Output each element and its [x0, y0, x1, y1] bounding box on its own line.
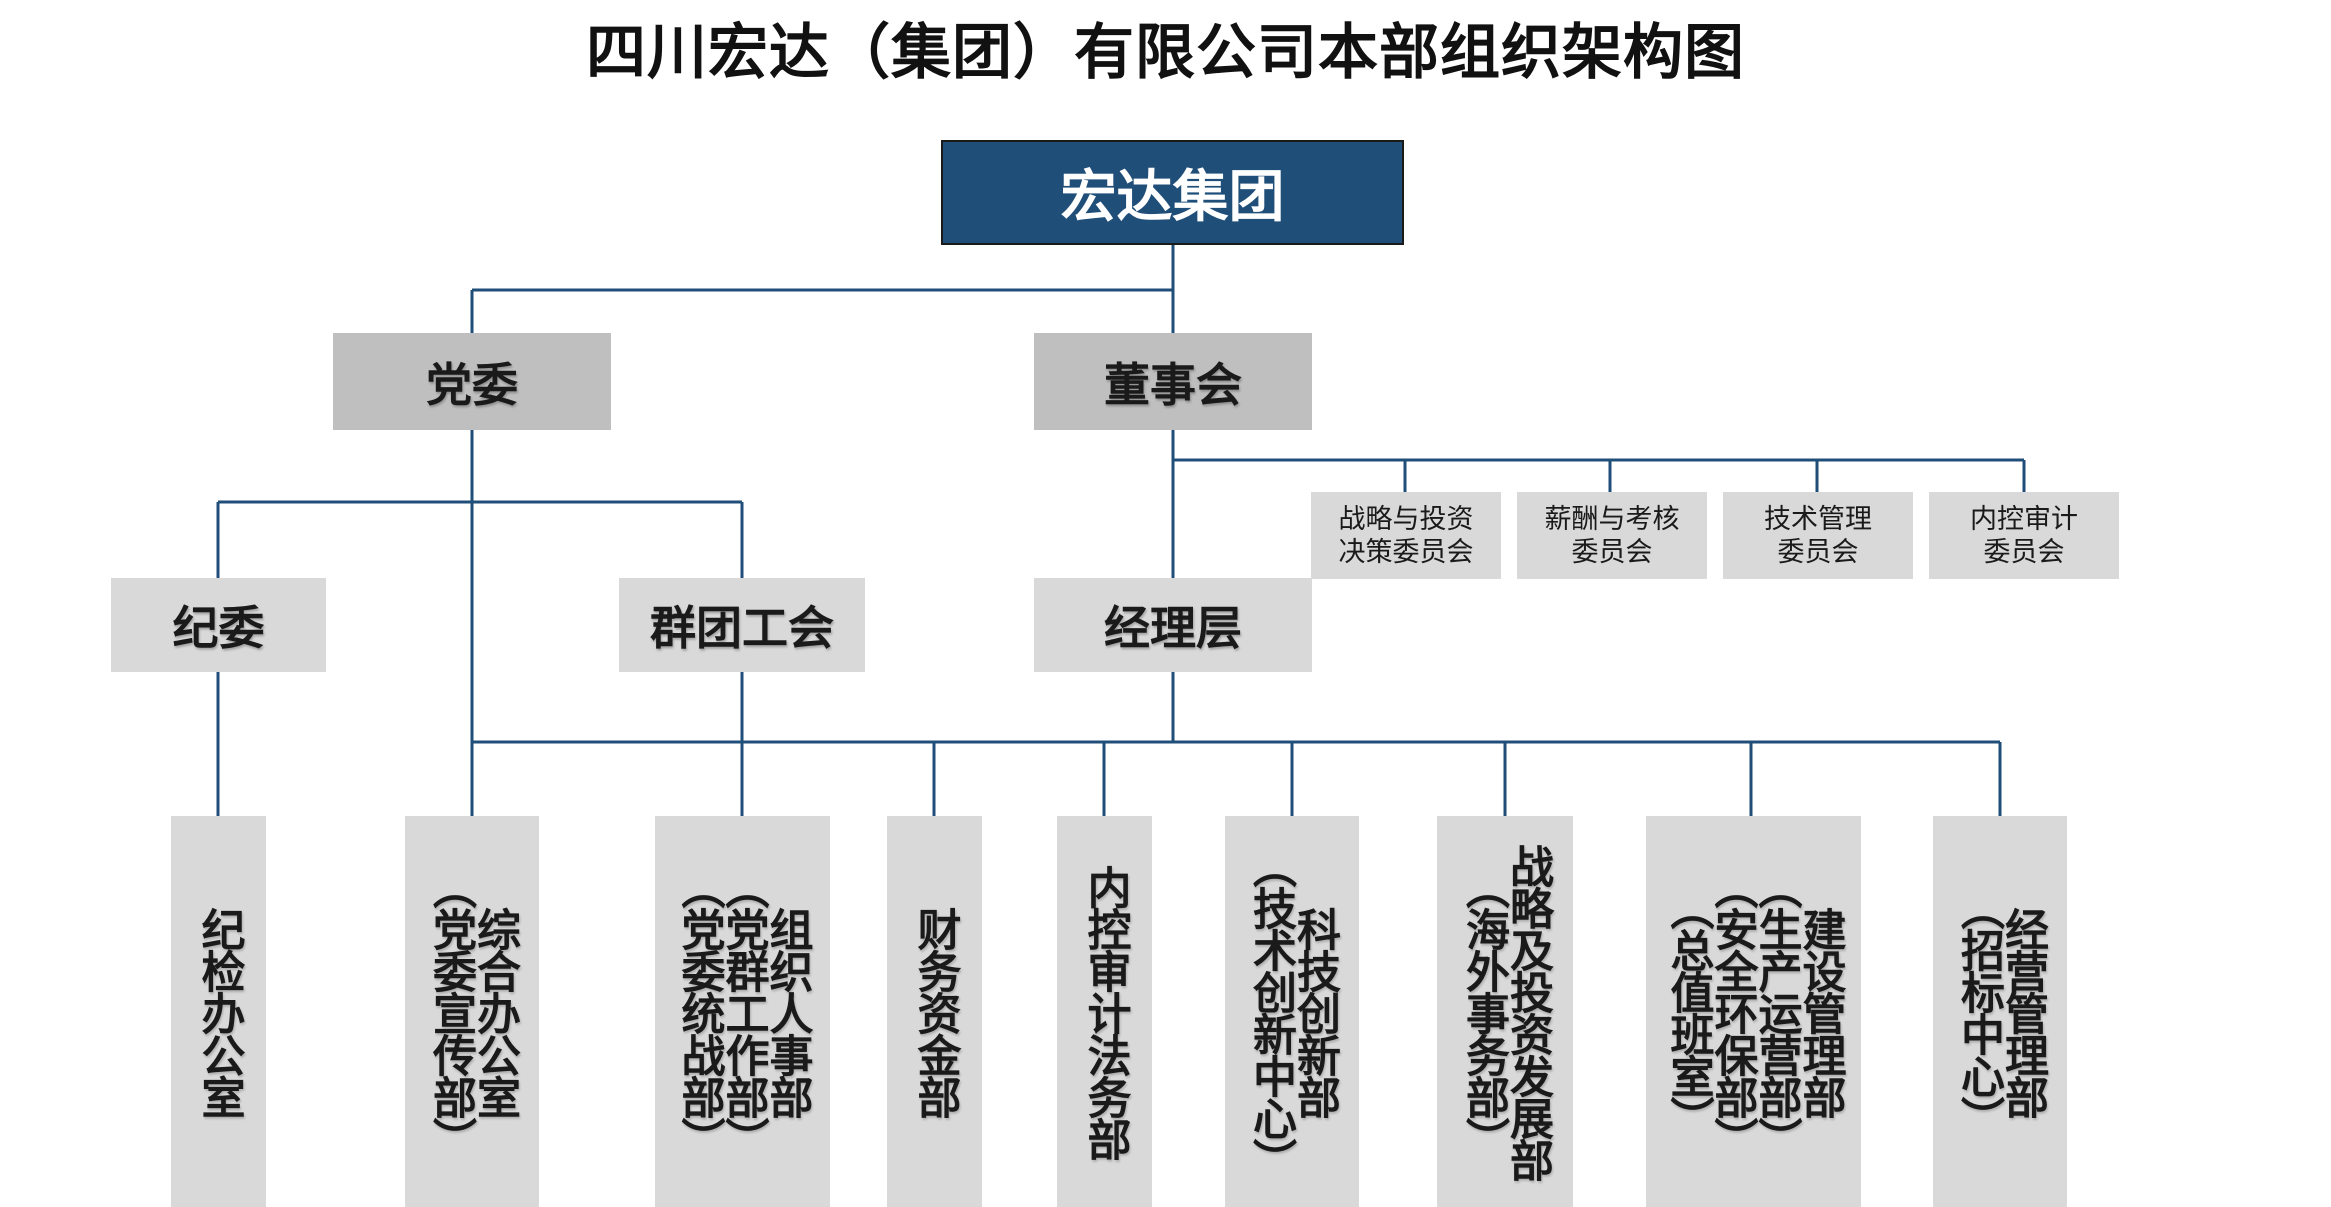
dept-discipline-office: 纪检办公室 — [171, 816, 266, 1207]
node-committee-compensation: 薪酬与考核 委员会 — [1517, 492, 1707, 579]
dept-name: 建设管理部 — [1794, 906, 1846, 1117]
node-committee-strategy: 战略与投资 决策委员会 — [1311, 492, 1501, 579]
dept-sub: （技术创新中心） — [1245, 843, 1296, 1180]
dept-business-management: （招标中心） 经营管理部 — [1933, 816, 2067, 1207]
dept-sub: （党群工作部） （党委统战部） — [673, 864, 769, 1159]
node-management: 经理层 — [1034, 578, 1312, 672]
dept-sub: （招标中心） — [1953, 885, 2004, 1138]
dept-organization-hr: （党群工作部） （党委统战部） 组织人事部 — [655, 816, 830, 1207]
dept-strategy-investment: （海外事务部） 战略及投资发展部 — [1437, 816, 1573, 1207]
dept-name: 组织人事部 — [761, 906, 813, 1117]
node-discipline-committee: 纪委 — [111, 578, 326, 672]
dept-sub: （生产运营部） （安全环保部） （总值班室） — [1662, 864, 1802, 1159]
dept-name: 财务资金部 — [909, 906, 961, 1117]
node-board: 董事会 — [1034, 333, 1312, 430]
dept-audit-legal: 内控审计法务部 — [1057, 816, 1152, 1207]
dept-name: 战略及投资发展部 — [1502, 843, 1553, 1180]
dept-name: 纪检办公室 — [193, 906, 245, 1117]
node-committee-technology: 技术管理 委员会 — [1723, 492, 1913, 579]
dept-name: 科技创新部 — [1289, 906, 1340, 1117]
dept-name: 经营管理部 — [1997, 906, 2048, 1117]
dept-sub: （党委宣传部） — [425, 864, 476, 1159]
node-party-committee: 党委 — [333, 333, 611, 430]
dept-construction: （生产运营部） （安全环保部） （总值班室） 建设管理部 — [1646, 816, 1861, 1207]
dept-sub: （海外事务部） — [1458, 864, 1509, 1159]
node-committee-audit: 内控审计 委员会 — [1929, 492, 2119, 579]
node-union: 群团工会 — [619, 578, 865, 672]
page-title: 四川宏达（集团）有限公司本部组织架构图 — [586, 18, 1745, 88]
node-root: 宏达集团 — [941, 140, 1404, 245]
dept-finance: 财务资金部 — [887, 816, 982, 1207]
dept-tech-innovation: （技术创新中心） 科技创新部 — [1225, 816, 1359, 1207]
dept-name: 内控审计法务部 — [1079, 864, 1131, 1159]
dept-general-office: （党委宣传部） 综合办公室 — [405, 816, 539, 1207]
dept-name: 综合办公室 — [469, 906, 520, 1117]
